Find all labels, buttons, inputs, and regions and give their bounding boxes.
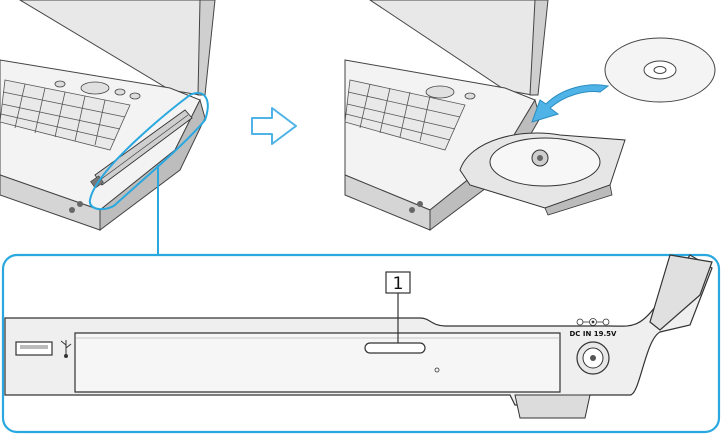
eject-button[interactable]	[365, 343, 425, 353]
laptop-open-drive-view	[345, 0, 715, 230]
optical-drive-bay	[75, 333, 560, 392]
disc-icon	[605, 38, 715, 102]
disc-tray	[460, 133, 625, 215]
right-arrow-icon	[252, 108, 296, 144]
dc-in-label: DC IN 19.5V	[570, 330, 618, 338]
insert-disc-arrow	[532, 85, 608, 122]
callout-number: 1	[393, 274, 404, 294]
drive-closeup-panel: 1 DC IN 19.5V	[3, 255, 719, 432]
laptop-closed-drive-view	[0, 0, 215, 230]
